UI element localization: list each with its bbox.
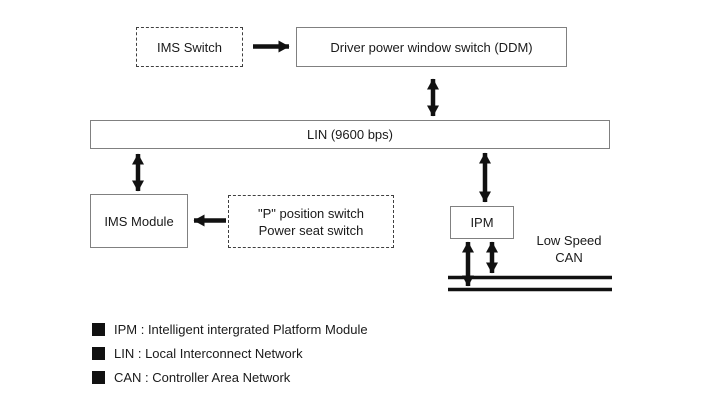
low-speed-can-label: Low Speed CAN [523,232,615,266]
node-ims-module-label: IMS Module [104,213,174,229]
node-ims-module: IMS Module [90,194,188,248]
node-ipm: IPM [450,206,514,239]
node-ipm-label: IPM [470,215,494,230]
node-lin-bus: LIN (9600 bps) [90,120,610,149]
legend-row-can: CAN : Controller Area Network [92,369,368,386]
can-label-line2: CAN [555,250,583,265]
legend-text-lin: LIN : Local Interconnect Network [114,346,303,361]
legend-text-ipm: IPM : Intelligent intergrated Platform M… [114,322,368,337]
legend-text-can: CAN : Controller Area Network [114,370,291,385]
can-label-line1: Low Speed [536,233,602,248]
node-lin-label: LIN (9600 bps) [307,127,393,142]
node-driver-power-window-switch: Driver power window switch (DDM) [296,27,567,67]
legend-square-icon [92,347,105,360]
legend-square-icon [92,371,105,384]
node-p-switch-line1: "P" position switch [257,205,365,221]
legend-row-lin: LIN : Local Interconnect Network [92,345,368,362]
node-ddm-label: Driver power window switch (DDM) [330,39,533,55]
legend-row-ipm: IPM : Intelligent intergrated Platform M… [92,321,368,338]
node-ims-switch: IMS Switch [136,27,243,67]
node-position-switch: "P" position switch Power seat switch [228,195,394,248]
node-ims-switch-label: IMS Switch [156,39,222,55]
legend: IPM : Intelligent intergrated Platform M… [92,321,368,393]
node-p-switch-line2: Power seat switch [258,222,364,238]
legend-square-icon [92,323,105,336]
